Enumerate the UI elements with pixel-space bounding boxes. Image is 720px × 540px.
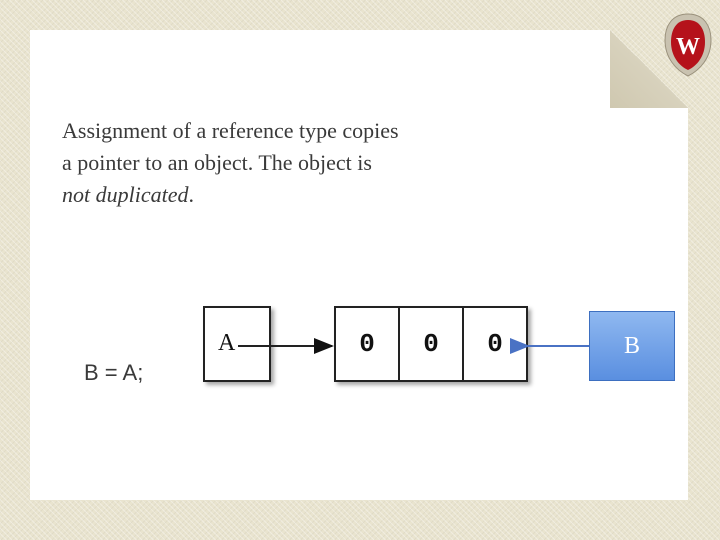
svg-text:W: W [676, 34, 700, 60]
variable-a-box [203, 306, 271, 382]
text-line-3-end: . [188, 182, 194, 207]
code-statement: B = A; [84, 360, 144, 385]
array-cell: 0 [462, 308, 526, 380]
text-line-2: a pointer to an object. The object is [62, 150, 372, 175]
text-line-3-italic: not duplicated [62, 182, 189, 207]
slide-body-text: Assignment of a reference type copies a p… [62, 115, 562, 211]
text-line-1: Assignment of a reference type copies [62, 118, 399, 143]
slide-canvas [30, 30, 688, 500]
array-object: 0 0 0 [334, 306, 528, 382]
array-cell: 0 [398, 308, 462, 380]
variable-a-label: A [218, 330, 236, 356]
array-cell: 0 [359, 329, 375, 359]
university-crest-icon: W [664, 13, 712, 77]
variable-b-box: B [589, 311, 675, 381]
